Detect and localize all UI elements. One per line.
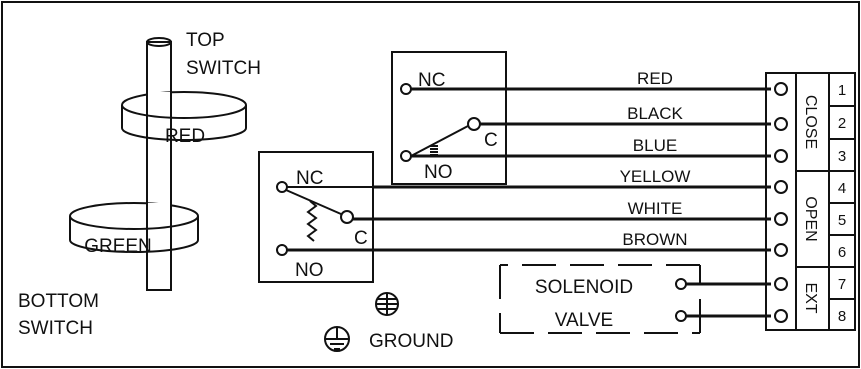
terminal-screw-8 xyxy=(774,309,788,323)
bottom-cam-label: GREEN xyxy=(84,236,152,257)
terminal-number-7: 7 xyxy=(838,276,846,293)
terminal-block: 1 2 3 4 5 6 7 8 CLOSE OPEN EXT xyxy=(765,72,856,331)
solenoid-label-line1: SOLENOID xyxy=(535,277,633,298)
terminal-number-5: 5 xyxy=(838,212,846,229)
top-switch-c-terminal xyxy=(467,117,481,131)
bottom-switch-lever xyxy=(285,189,342,215)
terminal-number-8: 8 xyxy=(838,308,846,325)
bottom-switch-no-label: NO xyxy=(295,260,324,281)
bottom-switch-no-terminal xyxy=(276,244,288,256)
top-cam-label: RED xyxy=(165,126,205,147)
top-switch-frame xyxy=(391,51,507,185)
top-switch-label-line2: SWITCH xyxy=(186,58,261,79)
bottom-switch-box: NC C NO xyxy=(258,151,374,283)
solenoid-label-line2: VALVE xyxy=(555,310,613,331)
switch-assembly: RED GREEN TOP SWITCH BOTTOM SWITCH xyxy=(18,30,261,339)
bottom-switch-c-label: C xyxy=(354,228,368,249)
terminal-block-frame xyxy=(765,72,856,331)
terminal-screw-3 xyxy=(774,149,788,163)
bottom-switch-label-line2: SWITCH xyxy=(18,318,93,339)
bottom-switch-nc-terminal xyxy=(276,181,288,193)
terminal-screw-2 xyxy=(774,117,788,131)
top-switch-no-terminal xyxy=(400,150,412,162)
terminal-number-1: 1 xyxy=(838,82,846,99)
wire-label-black: BLACK xyxy=(627,104,683,123)
terminal-screw-4 xyxy=(774,180,788,194)
ground: GROUND xyxy=(324,292,453,352)
bottom-switch-frame xyxy=(258,151,374,283)
solenoid-terminal-2 xyxy=(675,310,687,322)
wire-label-red: RED xyxy=(637,69,673,88)
bottom-switch-spring xyxy=(306,200,318,242)
top-switch-nc-label: NC xyxy=(418,70,445,91)
terminal-number-2: 2 xyxy=(838,115,846,132)
top-cam xyxy=(121,91,247,141)
wire-label-blue: BLUE xyxy=(633,136,677,155)
top-switch-nc-terminal xyxy=(400,83,412,95)
shaft-top xyxy=(146,37,172,47)
terminal-screw-1 xyxy=(774,82,788,96)
top-switch-spring xyxy=(430,145,438,156)
bottom-switch-label-line1: BOTTOM xyxy=(18,291,99,312)
bottom-cam xyxy=(69,202,199,253)
solenoid-terminal-1 xyxy=(675,278,687,290)
wires: RED BLACK BLUE YELLOW WHITE BROWN xyxy=(287,69,771,252)
top-switch-lever xyxy=(410,125,469,157)
wire-label-yellow: YELLOW xyxy=(620,167,691,186)
solenoid-valve: SOLENOID VALVE xyxy=(499,264,771,334)
terminal-screw-7 xyxy=(774,277,788,291)
terminal-group-ext: EXT xyxy=(802,282,819,313)
bottom-switch-c-terminal xyxy=(340,210,354,224)
top-switch-label-line1: TOP xyxy=(186,30,225,51)
terminal-group-close: CLOSE xyxy=(802,95,819,149)
solenoid-frame xyxy=(499,264,701,334)
top-switch-c-label: C xyxy=(484,130,498,151)
terminal-number-3: 3 xyxy=(838,148,846,165)
terminal-number-4: 4 xyxy=(838,180,846,197)
terminal-screw-5 xyxy=(774,212,788,226)
terminal-number-6: 6 xyxy=(838,244,846,261)
ground-label: GROUND xyxy=(369,331,453,352)
terminal-screw-6 xyxy=(774,243,788,257)
wire-label-brown: BROWN xyxy=(622,230,687,249)
wire-label-white: WHITE xyxy=(628,199,683,218)
shaft xyxy=(146,41,172,291)
top-switch-no-label: NO xyxy=(424,162,453,183)
terminal-group-open: OPEN xyxy=(802,196,819,241)
top-switch-box: NC C NO xyxy=(391,51,507,185)
bottom-switch-nc-label: NC xyxy=(296,168,323,189)
